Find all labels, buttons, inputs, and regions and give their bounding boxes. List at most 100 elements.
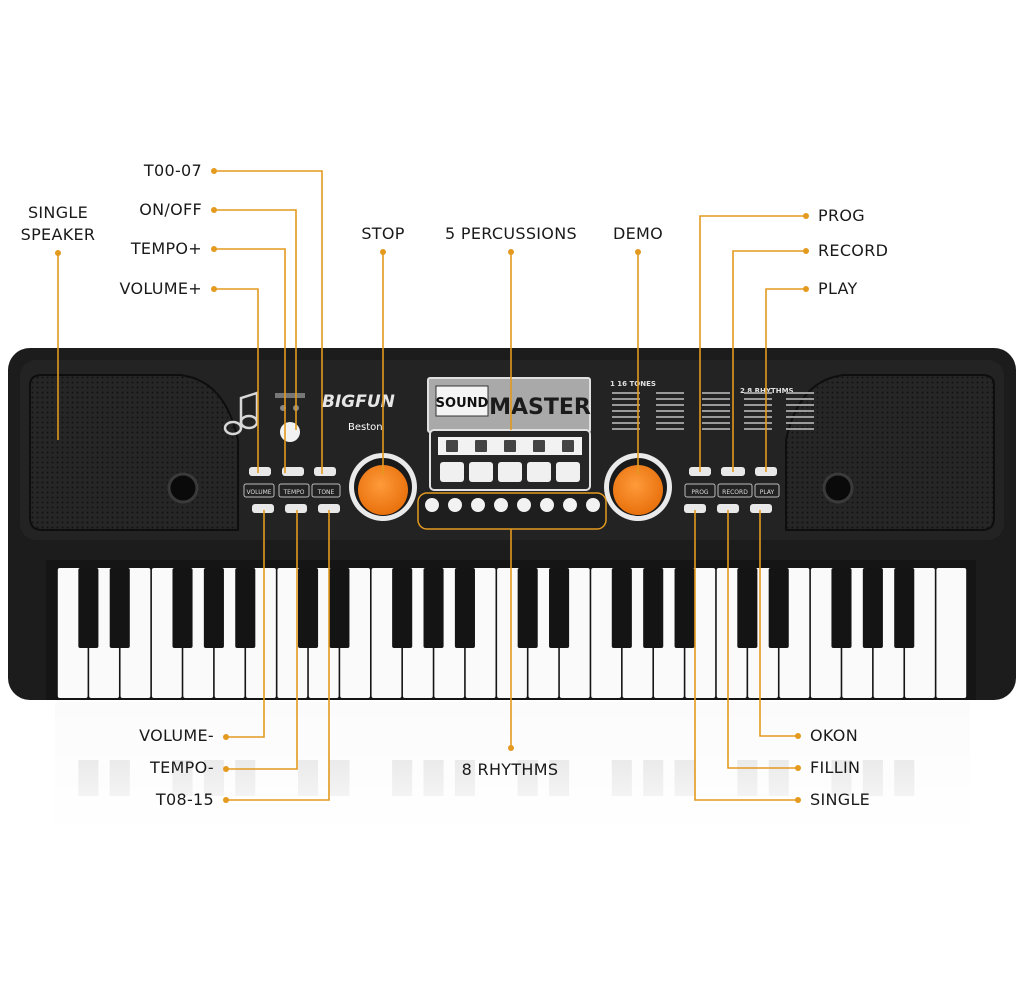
leader-dots: [55, 168, 809, 803]
black-key[interactable]: [329, 568, 350, 648]
label-record: RECORD: [818, 241, 889, 260]
tone-list-line: [656, 416, 684, 418]
tone-list-line: [702, 398, 730, 400]
leader-dot: [223, 766, 229, 772]
black-key[interactable]: [611, 568, 632, 648]
single-button[interactable]: [684, 504, 706, 513]
tone-list-line: [702, 416, 730, 418]
display-sound-text: SOUND: [436, 396, 489, 411]
okon-button[interactable]: [750, 504, 772, 513]
leader-label-t00-07: [214, 170, 323, 474]
tone-list-line: [786, 398, 814, 400]
black-key[interactable]: [737, 568, 758, 648]
tone-list-line: [702, 392, 730, 394]
volume-minus-button[interactable]: [252, 504, 274, 513]
tempo-minus-button[interactable]: [285, 504, 307, 513]
black-key[interactable]: [78, 568, 99, 648]
label-demo: DEMO: [612, 224, 664, 243]
demo-knob[interactable]: [613, 465, 663, 515]
rhythm-button-5[interactable]: [517, 498, 531, 512]
label-single-speaker-line1: SINGLE: [27, 203, 89, 222]
black-key[interactable]: [297, 568, 319, 648]
leader-dot: [211, 286, 217, 292]
power-switch[interactable]: [280, 422, 300, 442]
black-key[interactable]: [392, 568, 413, 648]
rhythm-button-8[interactable]: [586, 498, 600, 512]
tone-minus-button[interactable]: [318, 504, 340, 513]
black-key[interactable]: [203, 568, 224, 648]
leader-dot: [211, 246, 217, 252]
tone-list-line: [612, 404, 640, 406]
tone-list-line: [612, 410, 640, 412]
percussion-button-5[interactable]: [556, 462, 580, 482]
leader-dot: [795, 733, 801, 739]
percussion-button-2[interactable]: [469, 462, 493, 482]
rhythm-button-1[interactable]: [425, 498, 439, 512]
percussion-button-1[interactable]: [440, 462, 464, 482]
black-key[interactable]: [674, 568, 695, 648]
leader-dot: [380, 249, 386, 255]
stop-knob[interactable]: [358, 465, 408, 515]
volume-plus-button[interactable]: [249, 467, 271, 476]
left-speaker-grille: [29, 374, 239, 531]
leader-lines: [57, 170, 806, 801]
play-label-chip: PLAY: [760, 489, 775, 496]
label-single: SINGLE: [810, 790, 871, 809]
tone-list-line: [786, 416, 814, 418]
label-five-percussions: 5 PERCUSSIONS: [445, 224, 577, 243]
leader-label-prog: [699, 215, 806, 472]
tempo-plus-button[interactable]: [282, 467, 304, 476]
right-control-buttons: PROG RECORD PLAY: [684, 467, 780, 513]
black-key[interactable]: [643, 568, 664, 648]
leader-label-volume-minus: [226, 510, 265, 738]
right-speaker-port: [822, 472, 854, 504]
rhythm-button-4[interactable]: [494, 498, 508, 512]
leader-dot: [211, 207, 217, 213]
percussion-icon-1: [446, 440, 458, 452]
label-stop: STOP: [361, 224, 405, 243]
rhythm-button-3[interactable]: [471, 498, 485, 512]
music-note-icon: [223, 391, 259, 436]
leader-dot: [508, 249, 514, 255]
leader-label-record: [732, 250, 806, 472]
tone-list-line: [612, 392, 640, 394]
tone-list-line: [744, 398, 772, 400]
tone-list-line: [612, 428, 640, 430]
percussion-icon-4: [533, 440, 545, 452]
rhythm-button-6[interactable]: [540, 498, 554, 512]
rhythm-button-2[interactable]: [448, 498, 462, 512]
tone-plus-button[interactable]: [314, 467, 336, 476]
tone-list-line: [656, 428, 684, 430]
percussion-button-4[interactable]: [527, 462, 551, 482]
black-key[interactable]: [454, 568, 475, 648]
black-key[interactable]: [894, 568, 915, 648]
label-volume-plus: VOLUME+: [119, 279, 202, 298]
tempo-label-chip: TEMPO: [283, 489, 305, 496]
black-key[interactable]: [172, 568, 193, 648]
black-key[interactable]: [549, 568, 570, 648]
black-key[interactable]: [831, 568, 852, 648]
tone-list-line: [656, 404, 684, 406]
rhythm-button-7[interactable]: [563, 498, 577, 512]
tone-list-line: [612, 416, 640, 418]
black-key[interactable]: [862, 568, 883, 648]
left-control-buttons: VOLUME TEMPO TONE: [243, 467, 341, 513]
left-speaker-port: [167, 472, 199, 504]
percussion-button-3[interactable]: [498, 462, 522, 482]
brand-logo: BIGFUN: [322, 392, 395, 412]
tone-list-line: [744, 392, 772, 394]
tone-list-line: [744, 410, 772, 412]
black-key[interactable]: [423, 568, 444, 648]
black-keys: [78, 568, 915, 648]
label-t00-07: T00-07: [143, 161, 202, 180]
black-key[interactable]: [768, 568, 789, 648]
black-key[interactable]: [517, 568, 538, 648]
tone-list-line: [786, 422, 814, 424]
tone-list-line: [612, 398, 640, 400]
black-key[interactable]: [235, 568, 256, 648]
fillin-button[interactable]: [717, 504, 739, 513]
white-key[interactable]: [936, 568, 967, 698]
black-key[interactable]: [109, 568, 130, 648]
